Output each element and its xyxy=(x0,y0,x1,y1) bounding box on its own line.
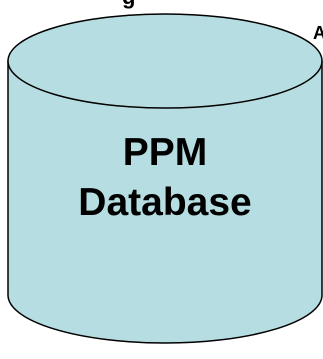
clipped-text-fragment-top: g xyxy=(122,0,135,8)
clipped-text-fragment-corner: A xyxy=(313,23,323,43)
database-label-line-2: Database xyxy=(78,180,252,224)
database-label-line-1: PPM xyxy=(122,131,208,174)
cylinder-top xyxy=(7,13,323,109)
cylinder-body xyxy=(7,60,323,344)
database-label: PPM Database xyxy=(40,128,290,228)
